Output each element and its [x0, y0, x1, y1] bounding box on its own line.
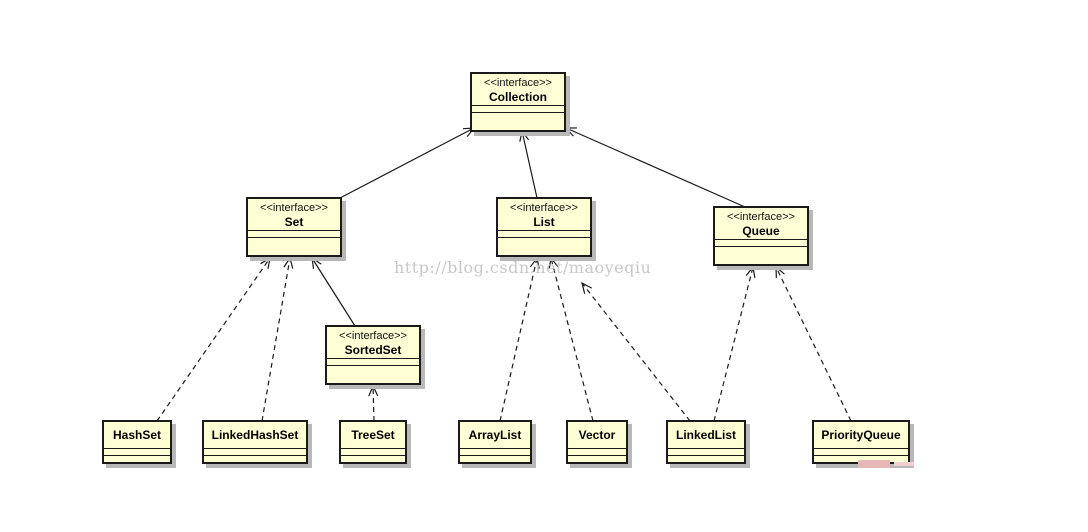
- edge-list-to-collection: [519, 129, 538, 199]
- operation-compartment: [814, 455, 908, 462]
- attribute-compartment: [460, 448, 530, 455]
- watermark-text: http://blog.csdn.net/maoyeqiu: [394, 258, 652, 277]
- arrowhead: [368, 384, 379, 397]
- attribute-compartment: [668, 448, 744, 455]
- attribute-compartment: [814, 448, 908, 455]
- stereotype-label: <<interface>>: [339, 330, 407, 342]
- arrowhead: [311, 256, 322, 269]
- operation-compartment: [568, 455, 626, 462]
- stereotype-label: <<interface>>: [260, 202, 328, 214]
- operation-compartment: [341, 455, 405, 462]
- edge-linkedhashset-to-set: [261, 256, 294, 422]
- node-queue[interactable]: <<interface>> Queue: [713, 206, 809, 266]
- attribute-compartment: [327, 358, 419, 365]
- arrowhead: [529, 256, 540, 269]
- class-name: Set: [284, 215, 304, 229]
- edge-arraylist-to-list: [499, 256, 540, 422]
- class-name: SortedSet: [344, 343, 402, 357]
- attribute-compartment: [248, 230, 340, 237]
- edge-hashset-to-set: [156, 256, 271, 422]
- attribute-compartment: [104, 448, 170, 455]
- attribute-compartment: [341, 448, 405, 455]
- node-arraylist[interactable]: ArrayList: [458, 420, 532, 464]
- class-name: Collection: [488, 90, 547, 104]
- class-name: Vector: [578, 428, 616, 442]
- edge-priorityqueue-to-queue: [775, 265, 852, 422]
- edge-linkedlist-to-list: [581, 281, 691, 422]
- class-name: LinkedList: [675, 428, 736, 442]
- class-name: PriorityQueue: [821, 428, 901, 442]
- arrowhead: [283, 256, 294, 269]
- operation-compartment: [498, 237, 590, 244]
- operation-compartment: [248, 237, 340, 244]
- class-name: TreeSet: [351, 428, 395, 442]
- class-name: Queue: [742, 224, 780, 238]
- class-name: HashSet: [112, 428, 162, 442]
- stereotype-label: <<interface>>: [727, 211, 795, 223]
- node-set[interactable]: <<interface>> Set: [246, 197, 342, 257]
- arrowhead: [260, 256, 271, 269]
- attribute-compartment: [472, 105, 564, 112]
- node-list[interactable]: <<interface>> List: [496, 197, 592, 257]
- edge-queue-to-collection: [564, 127, 746, 208]
- attribute-compartment: [204, 448, 306, 455]
- node-priorityqueue[interactable]: PriorityQueue: [812, 420, 910, 464]
- operation-compartment: [327, 365, 419, 372]
- stereotype-label: <<interface>>: [510, 202, 578, 214]
- edge-linkedlist-to-queue: [713, 265, 756, 422]
- operation-compartment: [104, 455, 170, 462]
- attribute-compartment: [568, 448, 626, 455]
- arrowhead: [548, 256, 559, 269]
- arrowhead: [775, 265, 785, 279]
- node-sortedset[interactable]: <<interface>> SortedSet: [325, 325, 421, 385]
- node-linkedhashset[interactable]: LinkedHashSet: [202, 420, 308, 464]
- operation-compartment: [460, 455, 530, 462]
- class-name: List: [533, 215, 555, 229]
- edge-set-to-collection: [339, 127, 476, 199]
- node-hashset[interactable]: HashSet: [102, 420, 172, 464]
- arrowhead: [745, 265, 756, 278]
- attribute-compartment: [498, 230, 590, 237]
- operation-compartment: [472, 112, 564, 119]
- node-treeset[interactable]: TreeSet: [339, 420, 407, 464]
- edge-treeset-to-sortedset: [368, 384, 379, 422]
- arrowhead: [564, 127, 578, 137]
- operation-compartment: [204, 455, 306, 462]
- operation-compartment: [668, 455, 744, 462]
- attribute-compartment: [715, 239, 807, 246]
- arrowhead: [581, 281, 593, 294]
- node-collection[interactable]: <<interface>> Collection: [470, 72, 566, 132]
- class-name: ArrayList: [468, 428, 522, 442]
- class-name: LinkedHashSet: [211, 428, 299, 442]
- edge-vector-to-list: [548, 256, 594, 422]
- stereotype-label: <<interface>>: [484, 77, 552, 89]
- node-linkedlist[interactable]: LinkedList: [666, 420, 746, 464]
- node-vector[interactable]: Vector: [566, 420, 628, 464]
- edge-sortedset-to-set: [311, 256, 356, 327]
- operation-compartment: [715, 246, 807, 253]
- corner-artifact: [858, 460, 914, 470]
